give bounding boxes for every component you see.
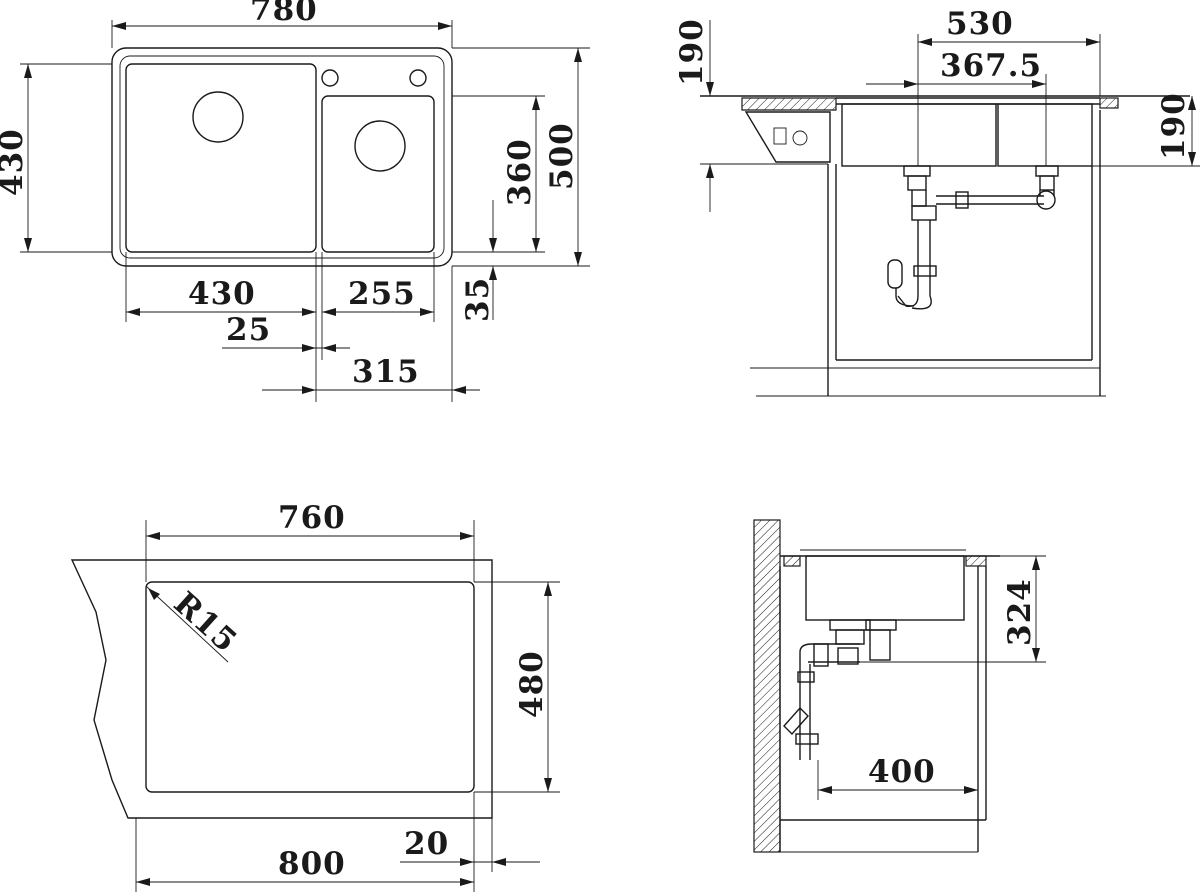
- sink-inner-outline: [119, 55, 445, 259]
- plan-view: 780 430 500 360 35 4: [0, 0, 590, 402]
- cutout-view: R15 760 480 800 20: [70, 500, 560, 892]
- dim-360: 360: [502, 138, 538, 206]
- dim-780: 780: [250, 0, 318, 28]
- dim-315: 315: [352, 354, 420, 390]
- main-bowl: [125, 63, 317, 253]
- dim-800: 800: [278, 846, 346, 882]
- section-bowl: [805, 555, 965, 621]
- side-plumbing: [887, 165, 1059, 310]
- small-drain: [354, 120, 406, 172]
- section-plumbing: [783, 619, 897, 760]
- small-bowl: [321, 95, 435, 253]
- dim-480: 480: [514, 650, 550, 718]
- dim-255: 255: [348, 276, 416, 312]
- dim-20: 20: [404, 826, 449, 862]
- overflow-housing: [744, 111, 831, 163]
- sink-outline: [111, 47, 453, 267]
- tap-hole-left: [321, 69, 339, 87]
- countertop-outline: [70, 559, 493, 819]
- section-view: 324 400: [753, 519, 1046, 853]
- dim-530: 530: [946, 6, 1014, 42]
- side-main-bowl: [841, 103, 997, 167]
- dim-190-right: 190: [1156, 92, 1192, 160]
- main-drain: [192, 91, 244, 143]
- dim-400: 400: [868, 754, 936, 790]
- cutout-rect: [145, 581, 475, 793]
- dim-35: 35: [460, 277, 496, 322]
- dim-430-vertical: 430: [0, 128, 30, 196]
- dim-430-horizontal: 430: [188, 276, 256, 312]
- tap-hole-right: [409, 69, 427, 87]
- wall: [753, 519, 781, 853]
- dim-500: 500: [544, 122, 580, 190]
- dim-r15: R15: [167, 585, 245, 660]
- side-view: 190 530 367.5 190: [674, 6, 1200, 397]
- dim-760: 760: [278, 500, 346, 536]
- dim-324: 324: [1002, 578, 1038, 646]
- side-small-bowl: [997, 103, 1093, 167]
- dim-190-left: 190: [674, 18, 710, 86]
- dim-367-5: 367.5: [940, 48, 1042, 84]
- dim-25: 25: [226, 312, 271, 348]
